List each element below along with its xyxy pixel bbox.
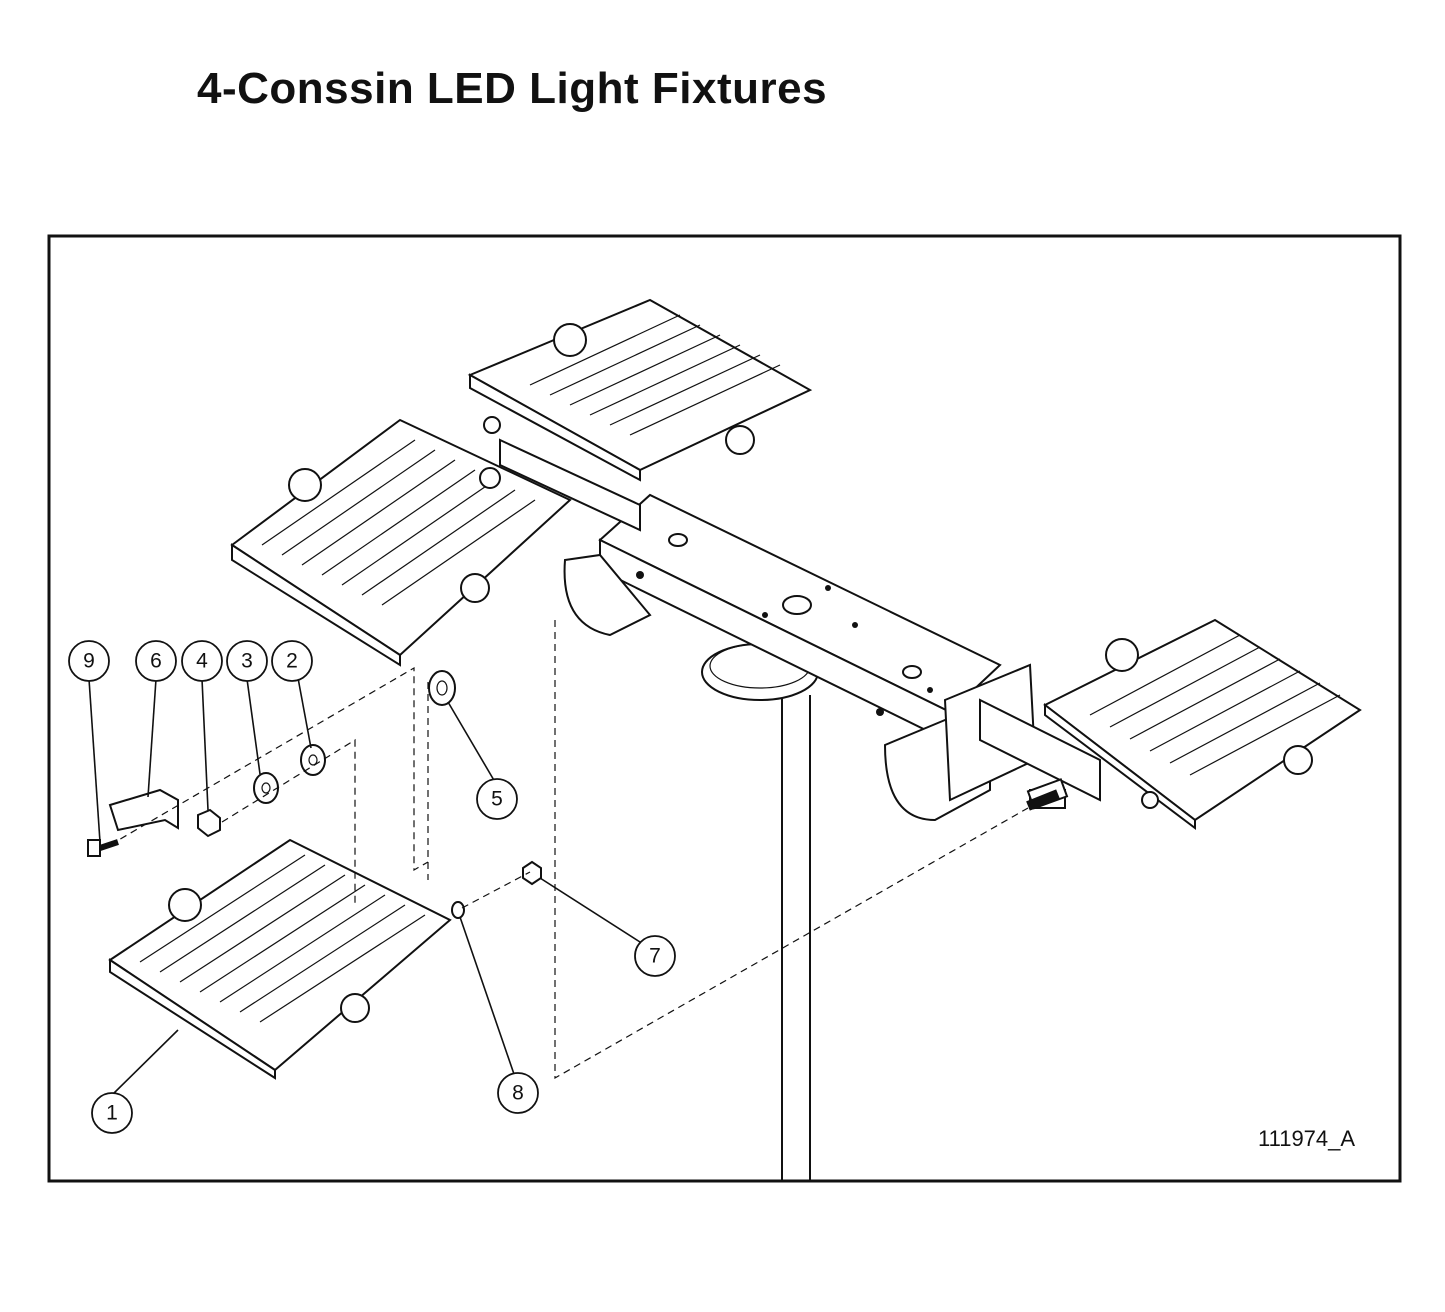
callout-5: 5: [476, 778, 518, 820]
plate-item-6: [108, 788, 179, 832]
svg-text:5: 5: [491, 788, 503, 811]
assembly-lines: [109, 620, 1029, 1080]
spacer-item-5: [428, 670, 456, 706]
washer-item-8: [451, 901, 465, 919]
crossbar: [598, 493, 1002, 744]
callout-4: 4: [181, 640, 223, 682]
hardware: [87, 670, 1060, 919]
left-bracket: [499, 438, 652, 637]
svg-text:4: 4: [196, 650, 208, 673]
callout-6: 6: [135, 640, 177, 682]
svg-text:2: 2: [286, 650, 298, 673]
callout-7: 7: [634, 935, 676, 977]
pole: [781, 695, 811, 1180]
callout-8: 8: [497, 1072, 539, 1114]
callout-3: 3: [226, 640, 268, 682]
callout-1: 1: [91, 1092, 133, 1134]
drawing-frame: [47, 234, 1402, 1183]
nut-item-4: [197, 808, 221, 838]
right-bracket: [883, 663, 1101, 822]
drawing-number: 111974_A: [1258, 1126, 1355, 1151]
washer-item-3: [253, 772, 279, 804]
led-fixture-right: [1026, 618, 1362, 831]
callout-2: 2: [271, 640, 313, 682]
washer-item-2: [300, 744, 326, 776]
callout-9: 9: [68, 640, 110, 682]
nut-item-7: [522, 860, 542, 886]
svg-text:1: 1: [106, 1102, 118, 1125]
leader-lines: [88, 677, 641, 1096]
led-fixture-lower-left: [108, 838, 452, 1080]
led-fixture-upper-left: [230, 418, 572, 667]
svg-text:7: 7: [649, 945, 661, 968]
bolt-item-9: [87, 839, 119, 857]
svg-text:3: 3: [241, 650, 253, 673]
svg-text:8: 8: [512, 1082, 524, 1105]
threaded-stud: [1026, 789, 1060, 811]
page-title: 4-Conssin LED Light Fixtures: [197, 64, 828, 113]
svg-text:6: 6: [150, 650, 162, 673]
svg-text:9: 9: [83, 650, 95, 673]
led-fixture-upper-middle: [467, 298, 813, 482]
